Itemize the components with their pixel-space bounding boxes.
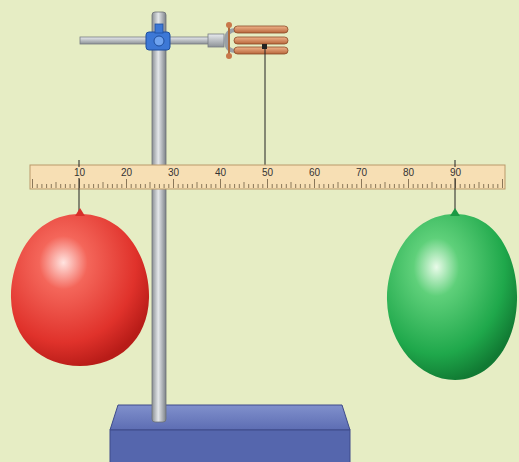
- scale-number: 10: [73, 167, 86, 178]
- scale-number: 50: [261, 167, 274, 178]
- scale-number: 40: [214, 167, 227, 178]
- scale-number: 20: [120, 167, 133, 178]
- scale-number: 90: [449, 167, 462, 178]
- scale-number: 70: [355, 167, 368, 178]
- scale-number: 80: [402, 167, 415, 178]
- scale-number: 30: [167, 167, 180, 178]
- scale-number: 60: [308, 167, 321, 178]
